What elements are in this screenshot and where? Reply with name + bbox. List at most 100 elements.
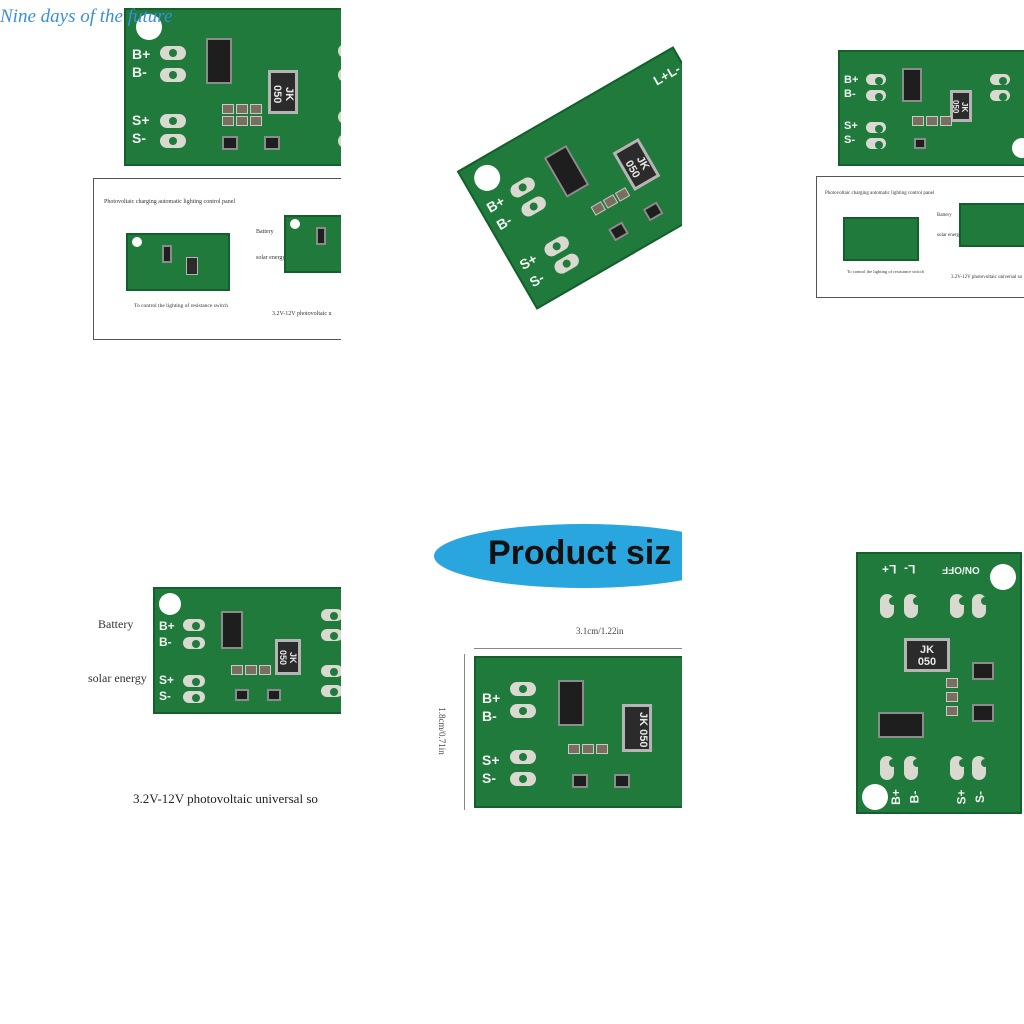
label-s-minus: S-: [973, 791, 987, 803]
diode-chip: [316, 227, 326, 245]
solder-pad: [880, 594, 897, 618]
solder-pad: [183, 637, 205, 649]
solder-pad: [518, 193, 549, 220]
width-dimension-line: [474, 648, 682, 649]
label-b-plus: B+: [132, 46, 151, 62]
diode-chip: [558, 680, 584, 726]
smd-resistor: [946, 678, 958, 688]
solder-pad: [866, 74, 886, 85]
solder-pad: [510, 772, 536, 786]
label-s-minus: S-: [844, 134, 855, 146]
solder-pad: [507, 174, 538, 200]
label-b-plus: B+: [482, 690, 501, 706]
solder-pad: [160, 134, 186, 148]
solder-pad: [183, 691, 205, 703]
solder-pad: [990, 74, 1010, 85]
inductor-chip: [186, 257, 198, 275]
diode-chip: [902, 68, 922, 102]
solder-pad: [904, 756, 921, 780]
inductor-chip: JK 050: [950, 90, 972, 122]
transistor-chip: [608, 221, 629, 242]
transistor-chip: [914, 138, 926, 149]
diode-chip: [162, 245, 172, 263]
transistor-chip: [642, 201, 664, 222]
transistor-chip: [972, 704, 994, 722]
label-s-plus: S+: [844, 120, 858, 132]
smd-resistor: [582, 744, 594, 754]
doc-voltage-caption: 3.2V-12V photovoltaic universal so: [951, 275, 1023, 280]
solder-pad: [321, 629, 341, 641]
transistor-chip: [267, 689, 281, 701]
solder-pad: [904, 594, 921, 618]
transistor-chip: [264, 136, 280, 150]
solder-pad: [510, 704, 536, 718]
solder-pad: [950, 594, 967, 618]
doc-solar-label: solar energy: [937, 233, 962, 238]
smd-resistor: [259, 665, 271, 675]
height-dimension-label: 1.8cm/0.71in: [436, 707, 447, 755]
voltage-caption: 3.2V-12V photovoltaic universal so: [133, 791, 318, 806]
label-l-plus: L+: [882, 562, 897, 576]
transistor-chip: [235, 689, 249, 701]
mount-hole: [469, 160, 505, 196]
solder-pad: [866, 122, 886, 133]
smd-resistor: [222, 104, 234, 114]
inductor-chip: JK 050: [268, 70, 298, 114]
solder-pad: [338, 68, 341, 82]
watermark-text: Nine days of the future: [0, 6, 173, 27]
spec-document: Photovoltaic charging automatic lighting…: [816, 176, 1024, 298]
pcb-board: B+ B- S+ S- JK 050: [838, 50, 1024, 166]
solder-pad: [321, 609, 341, 621]
label-s-plus: S+: [954, 789, 969, 805]
pcb-thumbnail: [843, 217, 919, 261]
smd-resistor: [236, 104, 248, 114]
solder-pad: [510, 750, 536, 764]
solder-pad: [321, 685, 341, 697]
transistor-chip: [222, 136, 238, 150]
smd-resistor: [568, 744, 580, 754]
mount-hole: [290, 219, 300, 229]
label-s-minus: S-: [132, 130, 146, 146]
inductor-chip: JK 050: [622, 704, 652, 752]
smd-resistor: [926, 116, 938, 126]
mount-hole: [990, 564, 1016, 590]
doc-title: Photovoltaic charging automatic lighting…: [104, 199, 236, 205]
solar-energy-label: solar energy: [88, 671, 147, 685]
transistor-chip: [972, 662, 994, 680]
label-b-plus: B+: [159, 619, 175, 633]
smd-resistor: [222, 116, 234, 126]
solder-pad: [338, 110, 341, 124]
smd-resistor: [231, 665, 243, 675]
product-size-title: Product siz: [488, 534, 672, 572]
label-l-minus: L-: [904, 562, 916, 576]
solder-pad: [160, 114, 186, 128]
smd-resistor: [250, 104, 262, 114]
thumbnail-middle-left: Battery solar energy B+ B- S+ S- JK 050 …: [80, 560, 341, 830]
smd-resistor: [596, 744, 608, 754]
doc-solar-label: solar energy: [256, 255, 286, 261]
height-dimension-line: [464, 654, 465, 810]
label-on-off: ON/OFF: [942, 564, 980, 575]
battery-label: Battery: [98, 617, 134, 631]
diode-chip: [221, 611, 243, 649]
smd-resistor: [236, 116, 248, 126]
label-b-minus: B-: [493, 211, 515, 234]
doc-resistance-caption: To control the lighting of resistance sw…: [134, 303, 229, 309]
smd-resistor: [250, 116, 262, 126]
smd-resistor: [946, 706, 958, 716]
width-dimension-label: 3.1cm/1.22in: [576, 626, 624, 636]
solder-pad: [972, 594, 989, 618]
mount-hole: [136, 14, 162, 40]
solder-pad: [972, 756, 989, 780]
solder-pad: [510, 682, 536, 696]
label-b-minus: B-: [482, 708, 497, 724]
spec-document: Photovoltaic charging automatic lighting…: [93, 178, 341, 340]
mount-hole: [159, 593, 181, 615]
doc-battery-label: Battery: [256, 229, 274, 235]
transistor-chip: [614, 774, 630, 788]
mount-hole: [862, 784, 888, 810]
diode-chip: [543, 144, 590, 198]
label-s-plus: S+: [132, 112, 150, 128]
